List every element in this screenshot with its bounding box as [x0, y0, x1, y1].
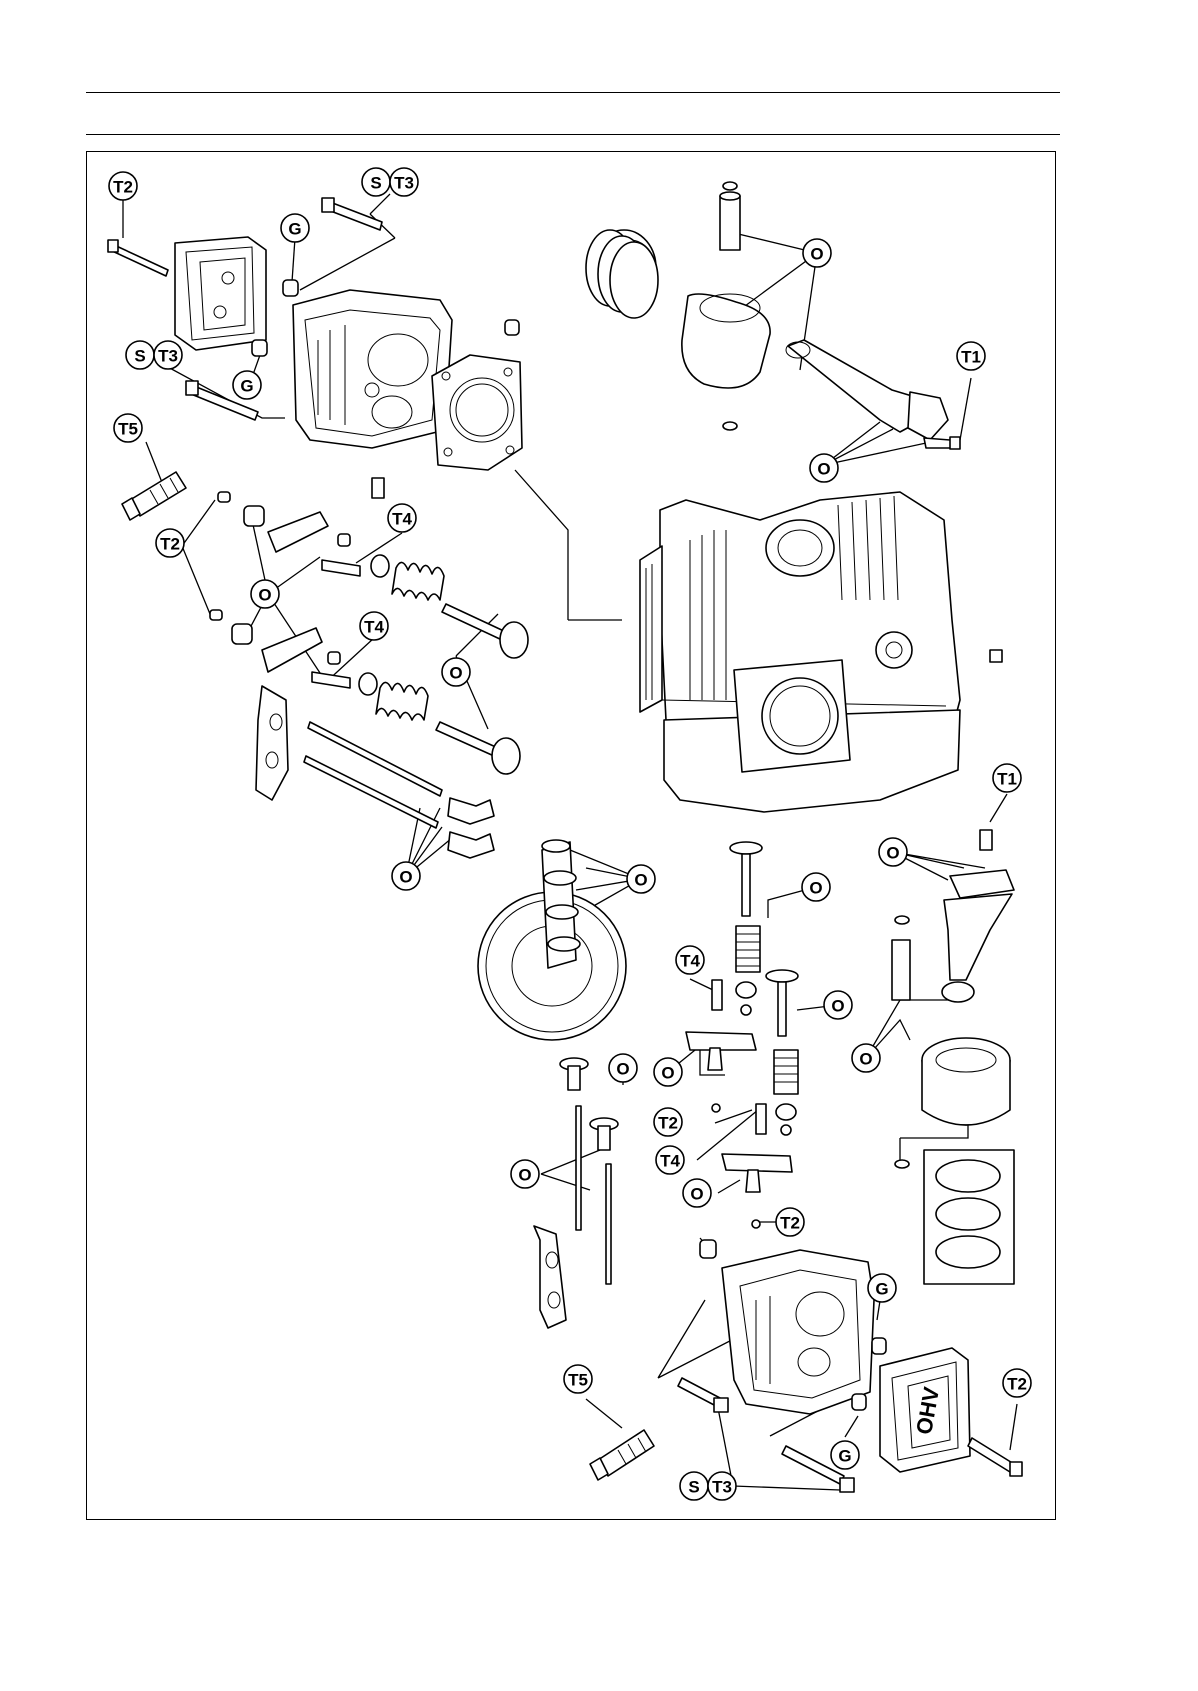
- callout-t4: T4: [656, 1146, 684, 1174]
- callout-code: G: [240, 377, 253, 396]
- callout-t2: T2: [654, 1108, 682, 1136]
- callout-code: O: [449, 664, 462, 683]
- callout-o: O: [511, 1160, 539, 1188]
- callout-code: O: [690, 1185, 703, 1204]
- callout-o: O: [803, 239, 831, 267]
- callout-o: O: [810, 454, 838, 482]
- callout-o: O: [683, 1179, 711, 1207]
- callout-g: G: [233, 371, 261, 399]
- callout-code: O: [634, 871, 647, 890]
- callout-code: O: [399, 868, 412, 887]
- callout-code: T4: [392, 510, 412, 529]
- callout-o: O: [654, 1058, 682, 1086]
- callout-code: T4: [660, 1152, 680, 1171]
- callout-s-t3: S T3: [362, 168, 418, 196]
- callout-code: O: [831, 997, 844, 1016]
- valve-train-lower: [686, 842, 798, 1228]
- callout-code: T2: [658, 1114, 678, 1133]
- callout-t2: T2: [1003, 1369, 1031, 1397]
- callout-code: O: [809, 879, 822, 898]
- valves-upper: [436, 604, 528, 774]
- callout-t2: T2: [776, 1208, 804, 1236]
- callout-g: G: [281, 214, 309, 242]
- guide-pin-lower-2: [852, 1394, 866, 1410]
- callout-code: S: [370, 174, 381, 193]
- head-gasket: [432, 355, 522, 470]
- crankcase: [640, 492, 1002, 812]
- callout-code: T3: [158, 347, 178, 366]
- guide-pin-lower-1: [872, 1338, 886, 1354]
- callout-o: O: [802, 873, 830, 901]
- callout-code: T2: [160, 535, 180, 554]
- callout-code: T4: [364, 618, 384, 637]
- callout-code: G: [875, 1280, 888, 1299]
- callout-code: S: [134, 347, 145, 366]
- callout-t4: T4: [388, 504, 416, 532]
- callout-code: S: [688, 1478, 699, 1497]
- callout-s-t3: S T3: [680, 1472, 736, 1500]
- callout-t2: T2: [109, 172, 137, 200]
- callout-t1: T1: [957, 342, 985, 370]
- callout-t1: T1: [993, 764, 1021, 792]
- callout-o: O: [442, 658, 470, 686]
- callout-t2: T2: [156, 529, 184, 557]
- callout-code: G: [838, 1447, 851, 1466]
- guide-pin-upper-1: [283, 280, 298, 296]
- drain-plug-upper: [372, 478, 384, 498]
- callout-code: T4: [680, 952, 700, 971]
- callout-code: T2: [113, 178, 133, 197]
- callout-code: O: [616, 1060, 629, 1079]
- connecting-rod-upper: [786, 340, 960, 449]
- callout-code: O: [810, 245, 823, 264]
- callout-t5: T5: [114, 414, 142, 442]
- rocker-cover-lower: OHV: [880, 1348, 1022, 1476]
- spark-plug-lower: [590, 1430, 654, 1480]
- callout-o: O: [392, 862, 420, 890]
- callout-code: T5: [568, 1371, 588, 1390]
- push-rods-lower: [534, 1058, 618, 1328]
- rocker-cover-upper: [108, 237, 266, 350]
- callout-o: O: [627, 865, 655, 893]
- callout-g: G: [868, 1274, 896, 1302]
- callout-code: T2: [780, 1214, 800, 1233]
- callout-code: O: [518, 1166, 531, 1185]
- callout-o: O: [824, 991, 852, 1019]
- callout-code: O: [886, 844, 899, 863]
- callout-code: T3: [394, 174, 414, 193]
- callout-code: O: [817, 460, 830, 479]
- dowel-pin-upper: [505, 320, 519, 335]
- cylinder-head-upper: [293, 290, 452, 448]
- callout-code: G: [288, 220, 301, 239]
- connecting-rod-lower: [892, 830, 1014, 1284]
- callout-o: O: [609, 1054, 637, 1082]
- callout-o: O: [879, 838, 907, 866]
- callout-code: O: [661, 1064, 674, 1083]
- callout-code: O: [258, 586, 271, 605]
- callout-t4: T4: [360, 612, 388, 640]
- callout-code: T2: [1007, 1375, 1027, 1394]
- spark-plug-upper: [122, 472, 186, 520]
- callout-code: T1: [997, 770, 1017, 789]
- callout-t5: T5: [564, 1365, 592, 1393]
- callout-code: T1: [961, 348, 981, 367]
- guide-pin-upper-2: [252, 340, 267, 356]
- callout-s-t3: S T3: [126, 341, 182, 369]
- rocker-bracket-upper: [256, 686, 288, 800]
- callout-t4: T4: [676, 946, 704, 974]
- callout-code: T3: [712, 1478, 732, 1497]
- callout-g: G: [831, 1441, 859, 1469]
- callout-code: T5: [118, 420, 138, 439]
- callout-o: O: [251, 580, 279, 608]
- callout-code: O: [859, 1050, 872, 1069]
- callout-o: O: [852, 1044, 880, 1072]
- camshaft-gear: [478, 840, 626, 1040]
